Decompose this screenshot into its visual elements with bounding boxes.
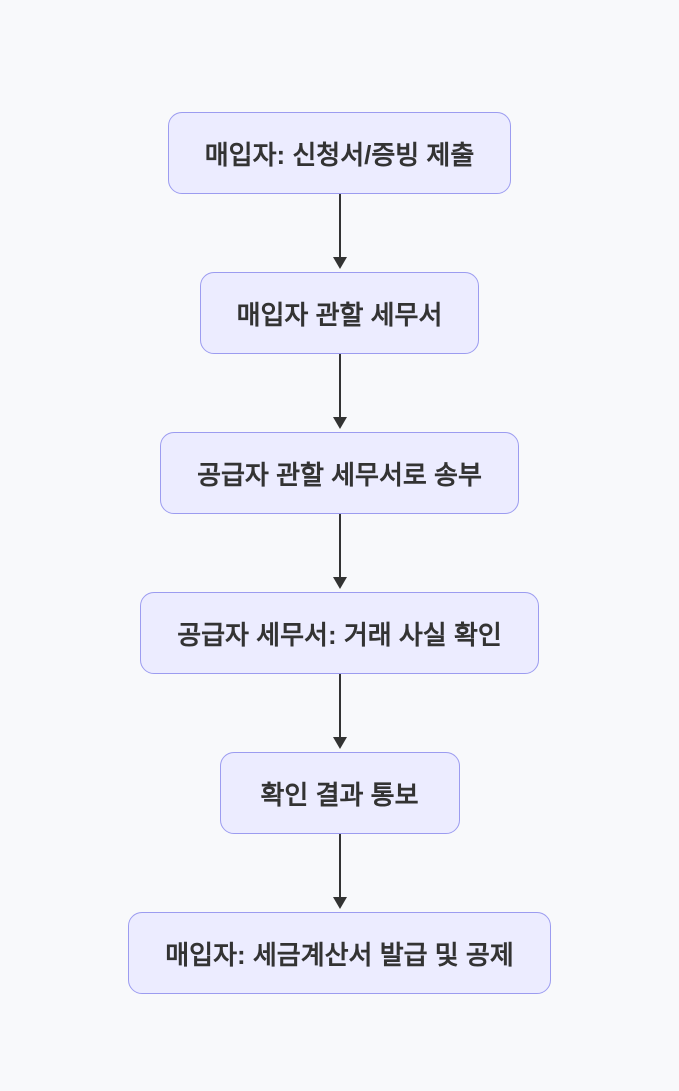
flow-node-notify-result: 확인 결과 통보: [219, 752, 460, 834]
flow-node-label: 공급자 관할 세무서로 송부: [197, 459, 482, 490]
flow-node-label: 매입자 관할 세무서: [236, 299, 443, 330]
flow-node-label: 공급자 세무서: 거래 사실 확인: [177, 619, 502, 650]
flow-node-label: 확인 결과 통보: [260, 779, 419, 810]
arrow-line: [338, 514, 341, 578]
flow-connector-4: [332, 674, 347, 752]
arrow-down-icon: [332, 257, 347, 269]
flow-node-forward-supplier-office: 공급자 관할 세무서로 송부: [160, 432, 519, 514]
arrow-line: [338, 354, 341, 418]
arrow-down-icon: [332, 417, 347, 429]
flow-node-buyer-issue-deduct: 매입자: 세금계산서 발급 및 공제: [128, 912, 551, 994]
arrow-down-icon: [332, 897, 347, 909]
flow-node-buyer-tax-office: 매입자 관할 세무서: [199, 272, 480, 354]
arrow-line: [338, 674, 341, 738]
arrow-line: [338, 194, 341, 258]
flow-node-supplier-office-verify: 공급자 세무서: 거래 사실 확인: [140, 592, 539, 674]
arrow-down-icon: [332, 577, 347, 589]
flow-connector-1: [332, 194, 347, 272]
flow-node-buyer-submit: 매입자: 신청서/증빙 제출: [167, 112, 512, 194]
flow-connector-5: [332, 834, 347, 912]
arrow-down-icon: [332, 737, 347, 749]
flow-connector-2: [332, 354, 347, 432]
flow-node-label: 매입자: 세금계산서 발급 및 공제: [165, 939, 514, 970]
flow-connector-3: [332, 514, 347, 592]
flow-node-label: 매입자: 신청서/증빙 제출: [204, 139, 475, 170]
flowchart: 매입자: 신청서/증빙 제출 매입자 관할 세무서 공급자 관할 세무서로 송부…: [128, 112, 551, 994]
arrow-line: [338, 834, 341, 898]
